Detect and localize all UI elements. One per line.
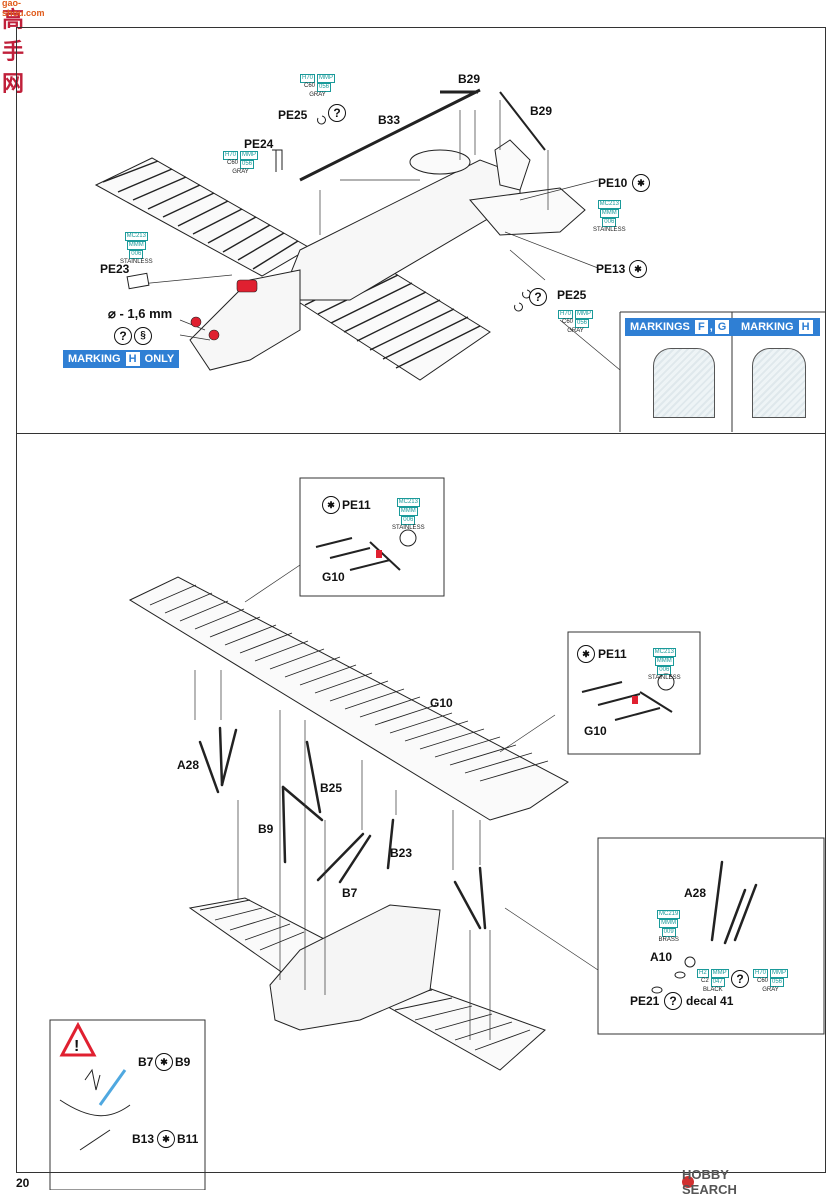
label-b29-a: B29 [458,72,481,86]
label-b13-warning: B13 [132,1132,155,1146]
paint-callout-stainless: MC213 MMM 006 STAINLESS [392,498,425,531]
label-a28: A28 [177,758,200,772]
label-pe11: PE11 [342,498,371,512]
marking-h-tag: MARKING H [736,318,820,336]
label-pe11: PE11 [598,647,627,661]
paint-callout-brass: MC219 MMM 009 BRASS [657,910,681,943]
label-b33: B33 [378,113,401,127]
question-icon: ? [664,992,682,1010]
question-icon: ? [529,288,547,306]
bottom-panel [16,432,826,1173]
windshield-fg-diagram [653,348,715,418]
struts [198,726,487,930]
label-pe24: PE24 [244,137,274,151]
label-pe25-b: PE25 [557,288,587,302]
label-pe13: PE13 [596,262,626,276]
question-icon: ? [328,104,346,122]
page-number: 20 [16,1176,30,1190]
svg-text:!: ! [74,1038,79,1055]
label-b29-b: B29 [530,104,553,118]
label-b7: B7 [342,886,358,900]
etch-icon: ✱ [577,645,595,663]
label-pe23: PE23 [100,262,130,276]
top-tail [409,139,586,236]
label-b23: B23 [390,846,413,860]
bottom-aircraft-drawing: ! [49,477,825,1190]
bottom-fuselage [269,904,441,1031]
label-decal: decal 41 [686,994,734,1008]
label-pe25-a: PE25 [278,108,308,122]
site-url: gao-shou.com [2,0,45,18]
red-marking-dots [190,279,258,341]
label-b25: B25 [320,781,343,795]
etch-icon: ✱ [632,174,650,192]
site-logo-text: 高手网 [2,7,26,96]
hobbysearch-logo-icon [682,1176,694,1188]
etch-icon: ✱ [322,496,340,514]
paint-callout-stainless: MC213 MMM 006 STAINLESS [120,232,153,265]
question-icon: ? [114,327,132,345]
etch-icon: ✱ [157,1130,175,1148]
question-icon: ? [731,970,749,988]
marking-h-only-tag: MARKING H ONLY [63,350,180,368]
label-a10: A10 [650,950,673,964]
top-aircraft-drawing [94,88,825,432]
hobbysearch-watermark: HOBBY SEARCH [682,1167,737,1197]
bottom-upper-wing [128,576,569,821]
label-b11-warning: B11 [177,1132,199,1146]
warning-triangle [59,1021,97,1057]
label-hole-size: ⌀ - 1,6 mm [108,306,173,321]
etch-icon: ✱ [629,260,647,278]
paint-callout-stainless: MC213 MMM 006 STAINLESS [648,648,681,681]
drill-icon: § [134,327,152,345]
label-pe10: PE10 [598,176,628,190]
etch-icon: ✱ [155,1053,173,1071]
label-b7-warning: B7 [138,1055,154,1069]
label-b9: B9 [258,822,274,836]
windshield-h-diagram [752,348,806,418]
label-b9-warning: B9 [175,1055,191,1069]
label-pe21: PE21 [630,994,660,1008]
paint-callout-stainless: MC213 MMM 006 STAINLESS [593,200,626,233]
label-g10-detail: G10 [584,724,607,738]
label-a28-detail: A28 [684,886,707,900]
markings-fg-tag: MARKINGS F,G [625,318,737,336]
label-g10: G10 [430,696,453,710]
label-g10-detail: G10 [322,570,345,584]
top-panel [16,27,826,434]
